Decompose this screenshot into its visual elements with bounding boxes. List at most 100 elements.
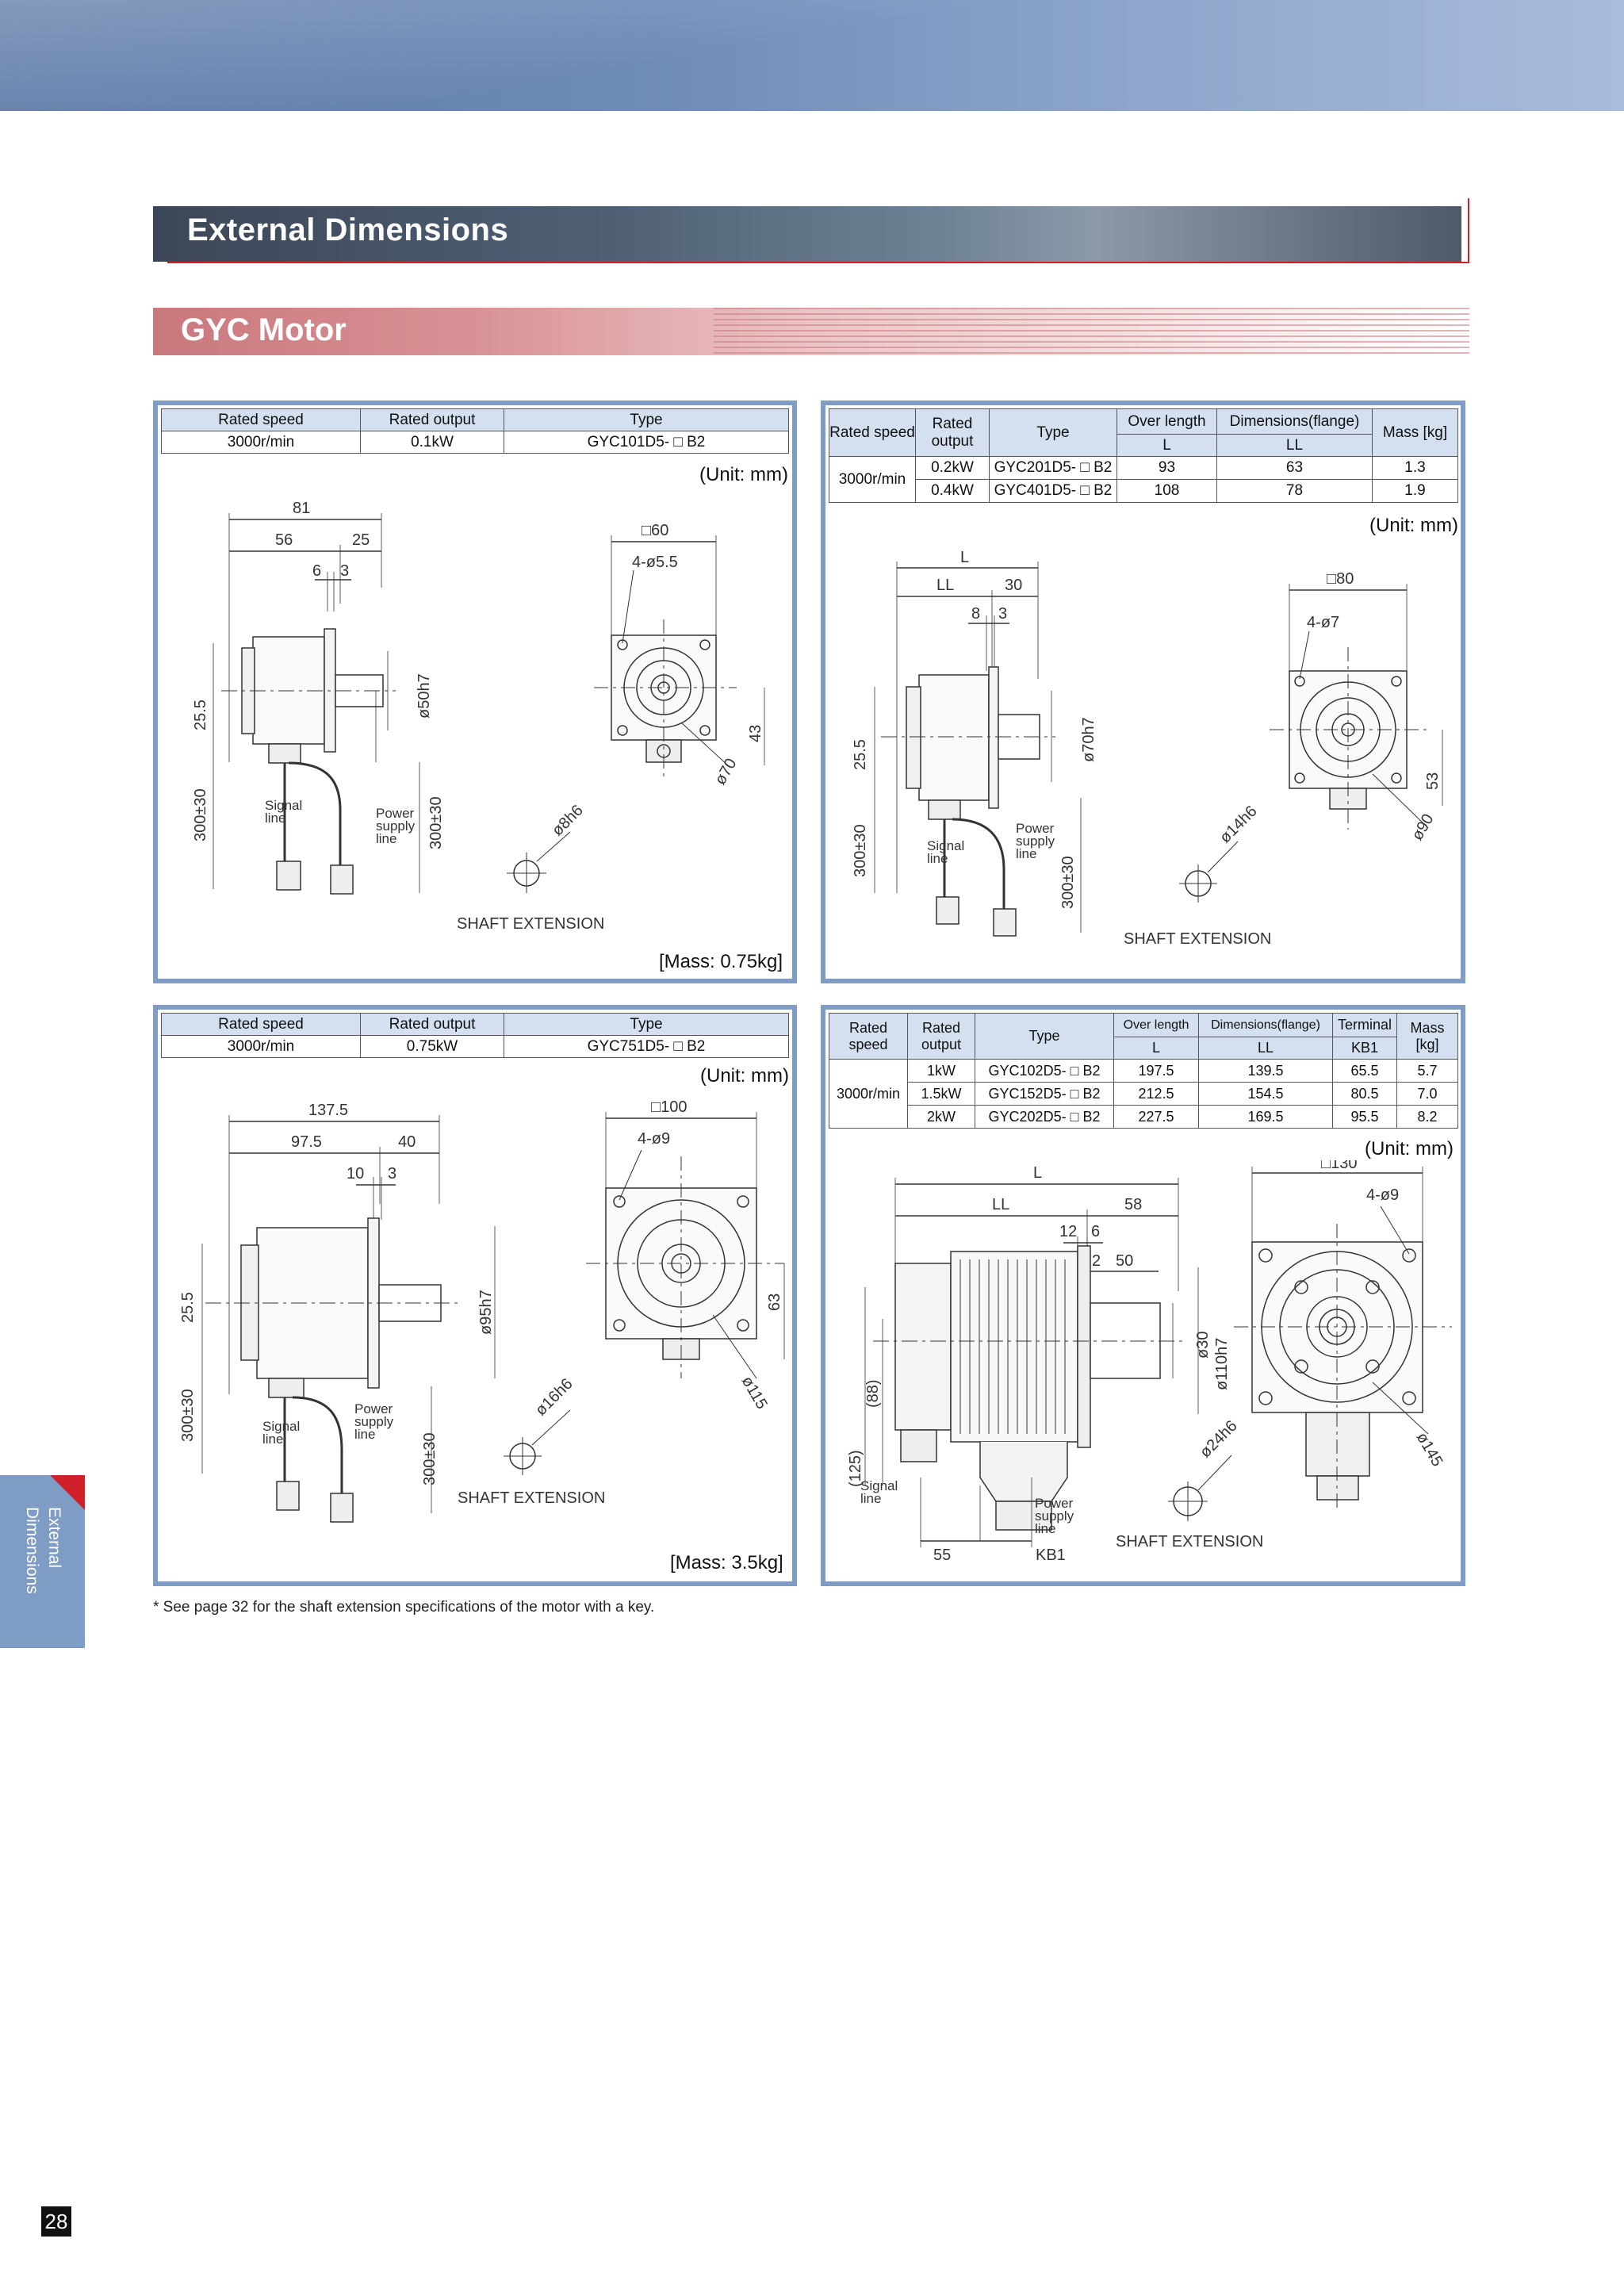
dim-pilot-110: ø110h7	[1213, 1338, 1231, 1390]
th-L: L	[1116, 434, 1217, 457]
dim-bolt-circle: ø90	[1408, 811, 1437, 844]
cell-LL: 139.5	[1198, 1059, 1333, 1083]
cell-KB1: 80.5	[1332, 1082, 1397, 1106]
subsection-title: GYC Motor	[181, 312, 347, 347]
mass-label: [Mass: 0.75kg]	[659, 951, 783, 972]
dim-53: 53	[1424, 772, 1442, 790]
dim-cable-length-a: 300±30	[179, 1389, 197, 1442]
dim-L: L	[960, 549, 969, 566]
th-rated-speed: Rated speed	[161, 408, 361, 431]
label-power-line: line	[376, 831, 396, 846]
dim-50: 50	[1116, 1252, 1133, 1270]
dim-bolt-circle: ø145	[1413, 1430, 1446, 1470]
cell-speed: 3000r/min	[829, 456, 916, 503]
side-tab[interactable]	[0, 1475, 85, 1648]
label-signal: Signal	[860, 1478, 898, 1493]
th-over-length: Over length	[1113, 1013, 1199, 1037]
section-title: External Dimensions	[187, 213, 509, 247]
th-mass: Mass [kg]	[1372, 408, 1458, 457]
cell-type: GYC152D5- □ B2	[975, 1082, 1114, 1106]
label-signal: Signal	[262, 1419, 300, 1434]
side-tab-line2: Dimensions	[23, 1507, 41, 1594]
dim-40: 40	[398, 1133, 416, 1151]
cell-mass: 5.7	[1396, 1059, 1458, 1083]
drawing-gyc751	[201, 1112, 785, 1523]
panel-gyc101: Rated speed Rated output Type 3000r/min …	[153, 401, 797, 983]
dim-58: 58	[1124, 1196, 1142, 1213]
cell-L: 197.5	[1113, 1059, 1199, 1083]
label-power: Power	[354, 1401, 393, 1416]
cell-KB1: 95.5	[1332, 1105, 1397, 1129]
th-type: Type	[989, 408, 1117, 457]
label-power-supply: supply	[1016, 834, 1055, 849]
label-power-supply: supply	[1035, 1508, 1074, 1524]
cell-LL: 154.5	[1198, 1082, 1333, 1106]
label-power: Power	[1035, 1496, 1074, 1511]
th-LL: LL	[1198, 1037, 1333, 1060]
label-power-supply: supply	[376, 818, 416, 834]
drawing-gyc102-202	[864, 1167, 1452, 1547]
th-rated-speed: Rated speed	[161, 1013, 361, 1036]
dim-bolt-circle: ø70	[711, 756, 740, 788]
dim-shaft-diameter: ø8h6	[549, 802, 587, 840]
th-terminal: Terminal	[1332, 1013, 1397, 1037]
cell-mass: 1.9	[1372, 479, 1458, 503]
unit-label: (Unit: mm)	[700, 1065, 789, 1087]
dim-KB1: KB1	[1036, 1547, 1066, 1564]
subsection-stripes	[714, 308, 1469, 355]
label-shaft-extension: SHAFT EXTENSION	[1116, 1533, 1263, 1550]
side-tab-line1: External	[45, 1507, 63, 1569]
dim-56: 56	[275, 531, 293, 549]
dim-square-80: □80	[1327, 570, 1354, 588]
label-shaft-extension: SHAFT EXTENSION	[1124, 930, 1271, 948]
cell-type: GYC401D5- □ B2	[989, 479, 1117, 503]
dim-12: 12	[1059, 1223, 1077, 1240]
dim-25: 25	[352, 531, 370, 549]
dim-square-60: □60	[642, 522, 668, 539]
label-power: Power	[376, 806, 415, 821]
th-rated-output: Rated output	[907, 1013, 975, 1060]
dim-shaft-diameter: ø14h6	[1216, 803, 1261, 847]
drawing-gyc201-401	[874, 562, 1443, 937]
th-type: Type	[975, 1013, 1114, 1060]
dim-cable-length-b: 300±30	[1059, 856, 1077, 909]
cell-speed: 3000r/min	[161, 431, 361, 454]
dim-137-5: 137.5	[308, 1102, 348, 1119]
th-rated-output: Rated output	[915, 408, 990, 457]
cell-KB1: 65.5	[1332, 1059, 1397, 1083]
th-mass: Mass [kg]	[1396, 1013, 1458, 1060]
th-L: L	[1113, 1037, 1199, 1060]
dim-97-5: 97.5	[291, 1133, 322, 1151]
th-rated-speed: Rated speed	[829, 408, 916, 457]
spec-table-gyc751: Rated speed Rated output Type 3000r/min …	[161, 1013, 789, 1058]
th-dimensions-flange: Dimensions(flange)	[1198, 1013, 1333, 1037]
panel-gyc201-401: Rated speed Rated output Type Over lengt…	[821, 401, 1465, 983]
dim-3: 3	[998, 605, 1007, 623]
dim-30: 30	[1005, 577, 1022, 594]
dim-cable-length-a: 300±30	[852, 824, 869, 877]
th-LL: LL	[1216, 434, 1373, 457]
cell-speed: 3000r/min	[161, 1035, 361, 1058]
label-signal-line: line	[927, 851, 948, 866]
dim-25-5: 25.5	[192, 700, 209, 730]
th-KB1: KB1	[1332, 1037, 1397, 1060]
dim-63: 63	[766, 1294, 783, 1311]
drawing-labels-gyc101: 81 56 25 6 3 □60 4-ø5.5 ø50h7 25.5 300±3…	[192, 500, 764, 933]
spec-table-gyc101: Rated speed Rated output Type 3000r/min …	[161, 408, 789, 454]
dim-88: (88)	[864, 1379, 882, 1408]
dim-shaft-diameter: ø16h6	[532, 1375, 576, 1420]
top-decorative-band	[0, 0, 1624, 111]
cell-L: 227.5	[1113, 1105, 1199, 1129]
dim-2: 2	[1092, 1252, 1101, 1270]
cell-type: GYC102D5- □ B2	[975, 1059, 1114, 1083]
cell-mass: 8.2	[1396, 1105, 1458, 1129]
dim-shaft-diameter: ø24h6	[1197, 1417, 1241, 1462]
label-signal-line: line	[262, 1432, 283, 1447]
dim-L: L	[1033, 1164, 1042, 1182]
dim-43: 43	[747, 725, 764, 742]
cell-mass: 7.0	[1396, 1082, 1458, 1106]
footnote: * See page 32 for the shaft extension sp…	[153, 1599, 655, 1616]
cell-speed: 3000r/min	[829, 1059, 908, 1129]
dim-LL: LL	[992, 1196, 1009, 1213]
label-signal: Signal	[927, 838, 964, 853]
